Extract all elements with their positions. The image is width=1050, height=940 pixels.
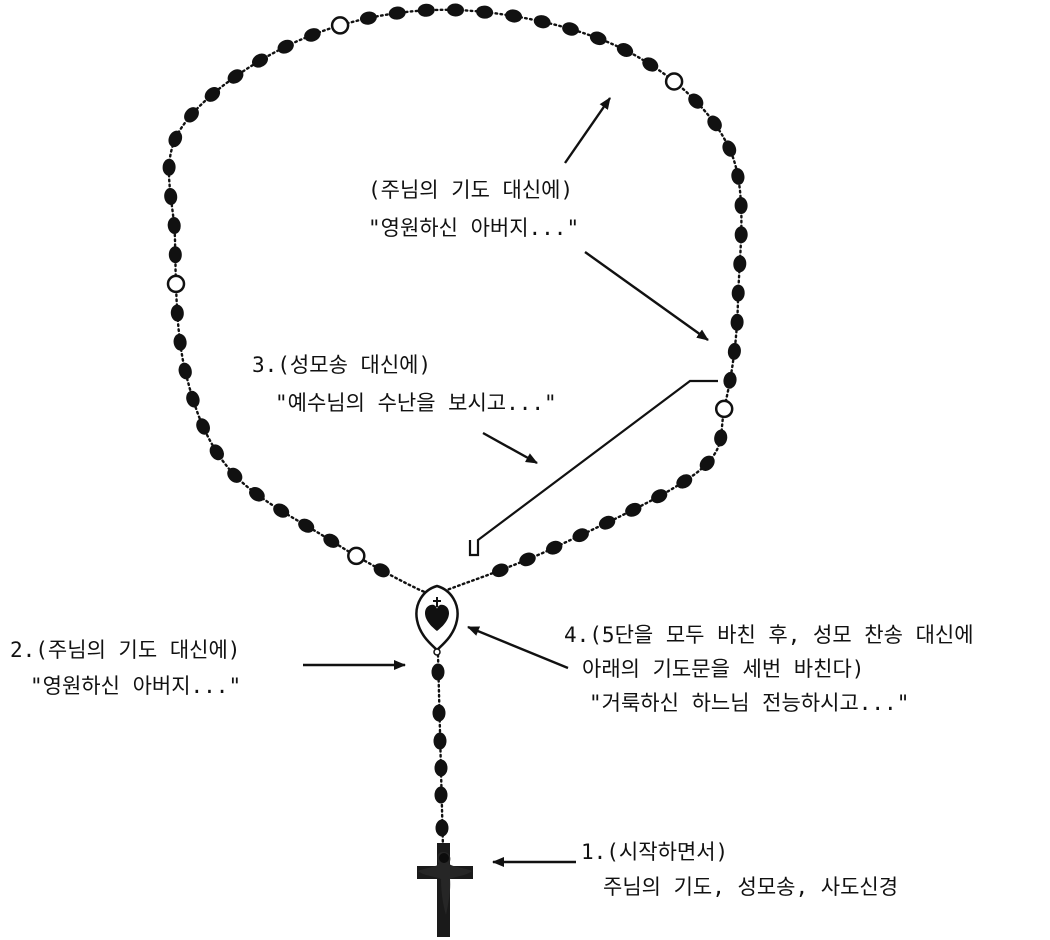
solid-bead-icon (246, 484, 267, 505)
arrow-to-decade (483, 433, 537, 463)
crucifix-icon (417, 843, 473, 937)
solid-bead-icon (177, 361, 194, 381)
step-1-prayers: 주님의 기도, 성모송, 사도신경 (603, 877, 898, 898)
solid-bead-icon (734, 197, 748, 215)
step-2-title: 2.(주님의 기도 대신에) (10, 640, 240, 661)
arrow-to-hollow-bead-top (565, 98, 610, 163)
solid-bead-icon (734, 226, 747, 243)
stem-bead-icon (435, 760, 448, 777)
solid-bead-icon (640, 54, 661, 74)
solid-bead-icon (614, 40, 635, 59)
solid-bead-icon (207, 442, 227, 463)
solid-bead-icon (359, 10, 378, 26)
solid-bead-icon (504, 8, 523, 24)
step-3-prayer: "예수님의 수난을 보시고..." (275, 393, 557, 414)
solid-bead-icon (730, 167, 746, 186)
step-4-prayer: "거룩하신 하느님 전능하시고..." (589, 693, 909, 714)
callout-title: (주님의 기도 대신에) (368, 180, 573, 201)
callout-prayer: "영원하신 아버지..." (368, 218, 579, 239)
solid-bead-icon (713, 428, 729, 447)
arrow-to-centerpiece (468, 627, 568, 668)
solid-bead-icon (517, 550, 538, 569)
solid-bead-icon (730, 313, 744, 331)
solid-bead-icon (173, 333, 188, 352)
hollow-bead-icon (716, 401, 732, 417)
solid-bead-icon (570, 526, 591, 545)
solid-bead-icon (722, 371, 738, 390)
stem-chain (438, 655, 443, 848)
solid-bead-icon (561, 20, 581, 37)
step-1-title: 1.(시작하면서) (581, 842, 728, 863)
stem-bead-icon (432, 664, 445, 681)
solid-bead-icon (167, 216, 181, 234)
solid-bead-icon (731, 284, 745, 302)
solid-bead-icon (623, 500, 644, 519)
stem-bead-icon (435, 787, 448, 804)
stem-bead-icon (433, 705, 446, 722)
rosary-chain (169, 10, 741, 848)
solid-bead-icon (170, 304, 184, 322)
solid-bead-icon (271, 501, 292, 521)
solid-bead-icon (532, 14, 551, 30)
step-4-instruction: 아래의 기도문을 세번 바친다) (582, 659, 864, 680)
solid-bead-icon (194, 416, 213, 437)
solid-bead-icon (302, 26, 323, 44)
solid-bead-icon (475, 5, 493, 20)
arrow-to-hollow-bead-right (585, 252, 708, 340)
step-3-title: 3.(성모송 대신에) (252, 355, 431, 376)
solid-bead-icon (544, 538, 565, 557)
solid-bead-icon (169, 246, 182, 263)
solid-bead-icon (163, 187, 178, 205)
solid-bead-icon (275, 37, 296, 56)
stem-bead-icon (434, 733, 447, 750)
solid-bead-icon (697, 453, 718, 474)
solid-bead-icon (597, 513, 618, 532)
solid-bead-icon (733, 255, 747, 273)
solid-bead-icon (727, 342, 742, 360)
stem-bead-icon (436, 820, 449, 837)
solid-bead-icon (720, 138, 739, 159)
solid-bead-icon (417, 3, 435, 17)
solid-bead-icon (166, 129, 185, 150)
solid-bead-icon (447, 3, 464, 16)
solid-bead-icon (388, 6, 407, 21)
solid-bead-icon (649, 486, 670, 506)
solid-bead-icon (162, 159, 176, 176)
solid-bead-icon (296, 516, 317, 536)
sacred-heart-medal-icon (416, 586, 457, 655)
solid-bead-icon (674, 471, 695, 491)
solid-bead-icon (321, 531, 342, 551)
hollow-bead-icon (168, 276, 184, 292)
step-4-title: 4.(5단을 모두 바친 후, 성모 찬송 대신에 (564, 625, 974, 646)
solid-bead-icon (490, 561, 511, 579)
solid-bead-icon (371, 561, 392, 581)
solid-bead-icon (588, 29, 608, 47)
hollow-bead-icon (348, 548, 364, 564)
pointer-arrows (303, 98, 708, 862)
hollow-bead-icon (666, 74, 682, 90)
solid-bead-icon (225, 66, 246, 86)
solid-bead-icon (184, 389, 202, 409)
hollow-bead-icon (332, 17, 348, 33)
step-2-prayer: "영원하신 아버지..." (30, 676, 241, 697)
solid-bead-icon (249, 51, 270, 71)
